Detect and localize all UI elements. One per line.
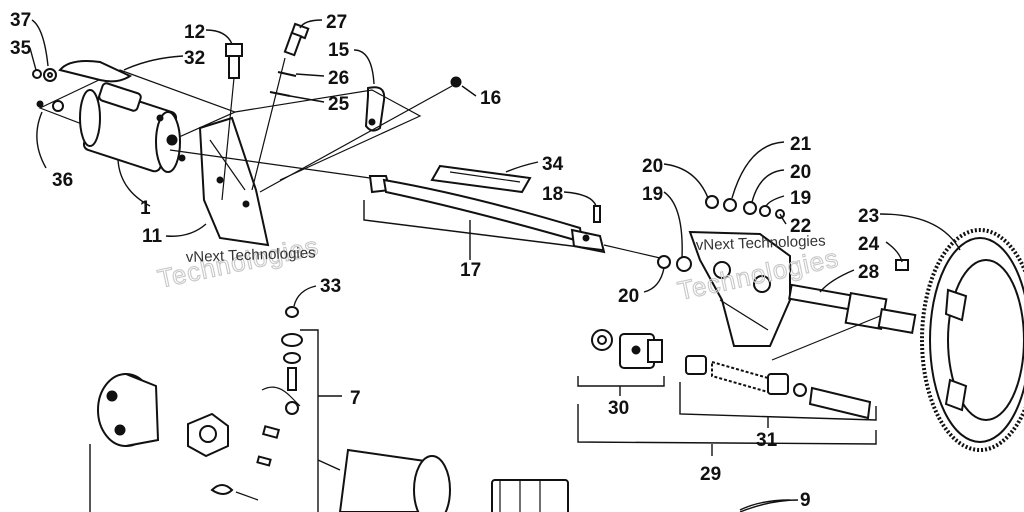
callout-19-right: 19 [790, 188, 811, 209]
callout-31: 31 [756, 430, 778, 451]
callout-33: 33 [320, 276, 341, 297]
callout-32: 32 [184, 48, 205, 69]
callout-34: 34 [542, 154, 564, 175]
callout-37: 37 [10, 10, 31, 31]
callout-20-lower: 20 [618, 286, 639, 307]
callout-17: 17 [460, 260, 481, 281]
callout-26: 26 [328, 68, 349, 89]
callout-16: 16 [480, 88, 501, 109]
callout-11: 11 [142, 226, 163, 247]
armature [491, 479, 569, 512]
callout-21: 21 [790, 134, 812, 155]
callout-29: 29 [700, 464, 721, 485]
callout-25: 25 [328, 94, 350, 115]
callout-35: 35 [10, 38, 32, 59]
callout-24: 24 [858, 234, 880, 255]
callout-30: 30 [608, 398, 629, 419]
callout-9: 9 [800, 490, 811, 511]
decal-34 [430, 164, 532, 194]
watermark-text: vNext Technologies [186, 244, 316, 266]
callout-22: 22 [790, 216, 811, 237]
drive-gear-30 [619, 333, 663, 369]
bolt-12 [221, 43, 243, 201]
mounting-bracket [198, 116, 270, 247]
clip-15 [364, 86, 386, 132]
starter-motor-assembly [32, 60, 237, 173]
callout-20-upper-left: 20 [642, 156, 663, 177]
callout-36: 36 [52, 170, 73, 191]
callout-20-right: 20 [790, 162, 811, 183]
callout-7: 7 [350, 388, 361, 409]
brush-holder [187, 412, 229, 458]
screw-18 [593, 205, 601, 223]
end-housing [97, 373, 160, 447]
callout-15: 15 [328, 40, 350, 61]
screw-16 [450, 76, 462, 88]
flywheel-ring-gear-23 [920, 228, 1024, 452]
armature-housing [338, 448, 451, 512]
terminal-hardware-7 [261, 306, 303, 415]
callout-28: 28 [858, 262, 879, 283]
bolt-27 [251, 22, 310, 191]
watermark-text-right: vNext Technologies [696, 232, 826, 254]
callout-19-left: 19 [642, 184, 663, 205]
callout-23: 23 [858, 206, 879, 227]
callout-12: 12 [184, 22, 205, 43]
callout-1: 1 [140, 198, 151, 219]
callout-27: 27 [326, 12, 347, 33]
pedestal-bracket [688, 230, 791, 347]
pinion-shaft-28 [788, 283, 917, 334]
spring-assembly-31 [685, 355, 872, 420]
callout-18: 18 [542, 184, 563, 205]
